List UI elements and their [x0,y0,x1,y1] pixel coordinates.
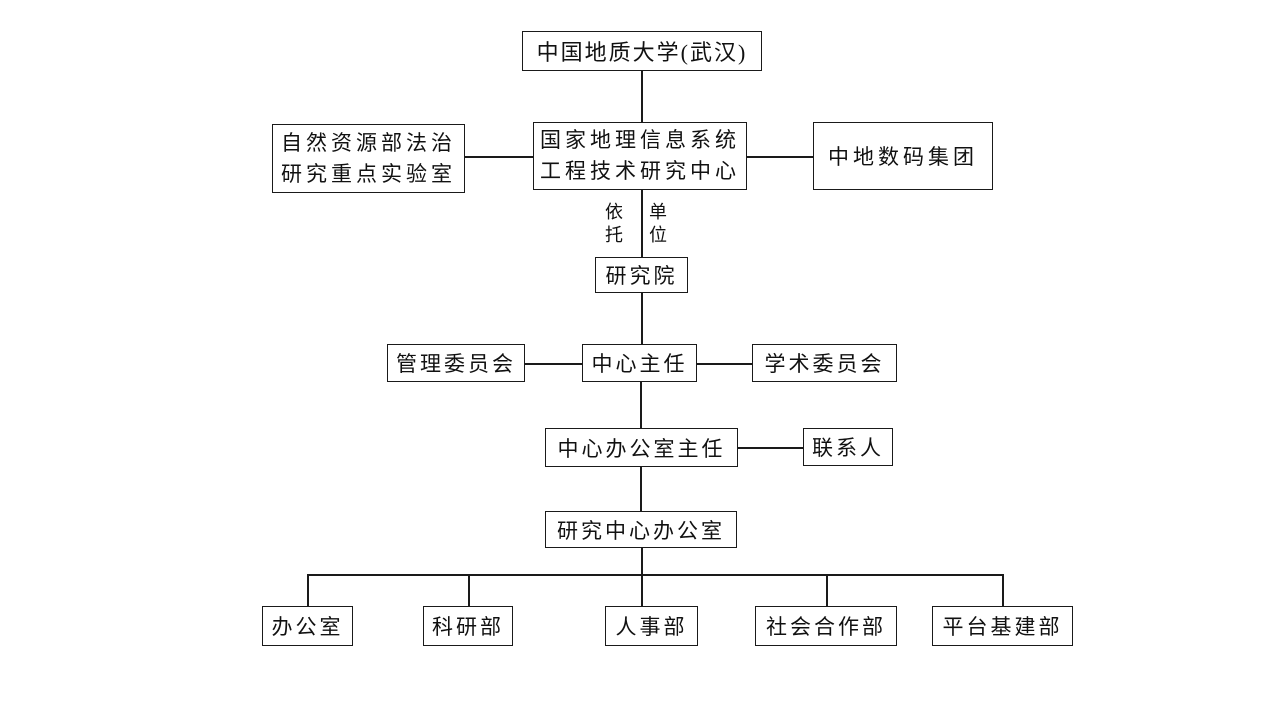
connector-university-center [641,71,643,122]
node-university: 中国地质大学(武汉) [522,31,762,71]
node-management-committee-label: 管理委员会 [396,352,516,376]
connector-lab-center [465,156,533,158]
node-dept-general-office: 办公室 [262,606,353,646]
node-dept-research-label: 科研部 [432,615,504,639]
node-zondy-group-label: 中地数码集团 [828,145,978,169]
node-engineering-center-label: 国家地理信息系统 工程技术研究中心 [540,125,740,187]
node-lab: 自然资源部法治 研究重点实验室 [272,124,465,193]
edge-label-supporting-right: 单位 [649,202,667,245]
edge-label-supporting-left: 依托 [605,202,623,245]
connector-director-office-director [640,382,642,428]
node-university-label: 中国地质大学(武汉) [536,40,748,65]
node-zondy-group: 中地数码集团 [813,122,993,190]
connector-director-academic [697,363,752,365]
connector-departments-bus [307,574,1004,576]
node-dept-hr-label: 人事部 [615,615,688,639]
node-center-office: 研究中心办公室 [545,511,737,548]
node-dept-hr: 人事部 [605,606,698,646]
node-research-institute: 研究院 [595,257,688,293]
connector-center-office-trunk [641,548,643,606]
node-dept-platform-infrastructure: 平台基建部 [932,606,1073,646]
node-management-committee: 管理委员会 [387,344,525,382]
node-contact-person: 联系人 [803,428,893,466]
node-office-director-label: 中心办公室主任 [557,436,726,461]
node-center-director-label: 中心主任 [591,352,688,376]
node-academic-committee-label: 学术委员会 [764,352,885,376]
connector-drop-dept-0 [307,574,309,606]
connector-office-director-center-office [640,467,642,511]
node-center-office-label: 研究中心办公室 [557,518,725,543]
connector-drop-dept-3 [826,574,828,606]
connector-center-institute [641,190,643,257]
node-engineering-center: 国家地理信息系统 工程技术研究中心 [533,122,747,190]
node-research-institute-label: 研究院 [605,264,678,288]
connector-office-director-contact [738,447,803,449]
connector-mgmt-director [525,363,582,365]
node-dept-social-cooperation-label: 社会合作部 [766,615,886,639]
node-dept-general-office-label: 办公室 [271,615,344,639]
connector-drop-dept-1 [468,574,470,606]
connector-institute-director [641,293,643,344]
node-dept-platform-infrastructure-label: 平台基建部 [942,615,1063,639]
node-engineering-center-label-line2: 工程技术研究中心 [540,159,740,183]
node-lab-label-line1: 自然资源部法治 [281,130,456,155]
node-center-director: 中心主任 [582,344,697,382]
node-academic-committee: 学术委员会 [752,344,897,382]
node-contact-person-label: 联系人 [812,436,884,460]
node-dept-research: 科研部 [423,606,513,646]
node-dept-social-cooperation: 社会合作部 [755,606,897,646]
connector-drop-dept-4 [1002,574,1004,606]
node-engineering-center-label-line1: 国家地理信息系统 [540,128,740,152]
node-lab-label: 自然资源部法治 研究重点实验室 [281,128,456,190]
node-office-director: 中心办公室主任 [545,428,738,467]
node-lab-label-line2: 研究重点实验室 [281,161,456,186]
connector-center-group [747,156,813,158]
